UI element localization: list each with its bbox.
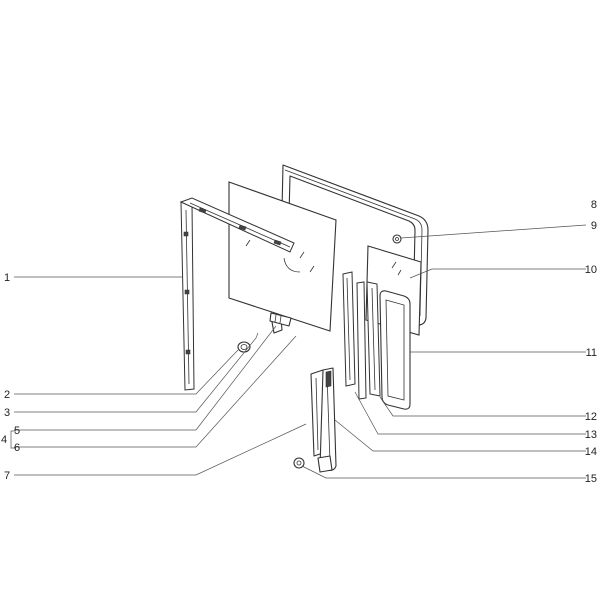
bushing-part-2 [237, 341, 251, 353]
callout-5: 5 [14, 425, 20, 437]
callout-7: 7 [4, 470, 10, 482]
callout-13: 13 [585, 429, 597, 441]
callout-15: 15 [585, 473, 597, 485]
channel-strip-part-13 [342, 271, 356, 387]
bracket-part-5-6 [269, 312, 292, 327]
callout-14: 14 [585, 446, 597, 458]
callout-10: 10 [585, 264, 597, 276]
rear-channel-part-12 [366, 281, 381, 397]
leader-lines [10, 224, 587, 479]
callout-2: 2 [4, 389, 10, 401]
callout-4: 4 [1, 434, 7, 446]
fastener-part-9 [392, 234, 402, 244]
callout-1: 1 [4, 272, 10, 284]
callout-3: 3 [4, 407, 10, 419]
seal-frame-part-11 [379, 290, 411, 410]
channel-seal-part-1 [180, 201, 195, 391]
callout-12: 12 [585, 411, 597, 423]
nut-part-15 [293, 457, 305, 469]
callout-6: 6 [14, 442, 20, 454]
seal-strip-part-14 [356, 281, 367, 400]
callout-9: 9 [591, 220, 597, 232]
main-glass-pane [228, 181, 337, 332]
callout-11: 11 [586, 347, 597, 359]
callout-8: 8 [591, 199, 597, 211]
top-channel-strip [179, 197, 295, 253]
lift-bracket-part-7 [310, 367, 337, 473]
